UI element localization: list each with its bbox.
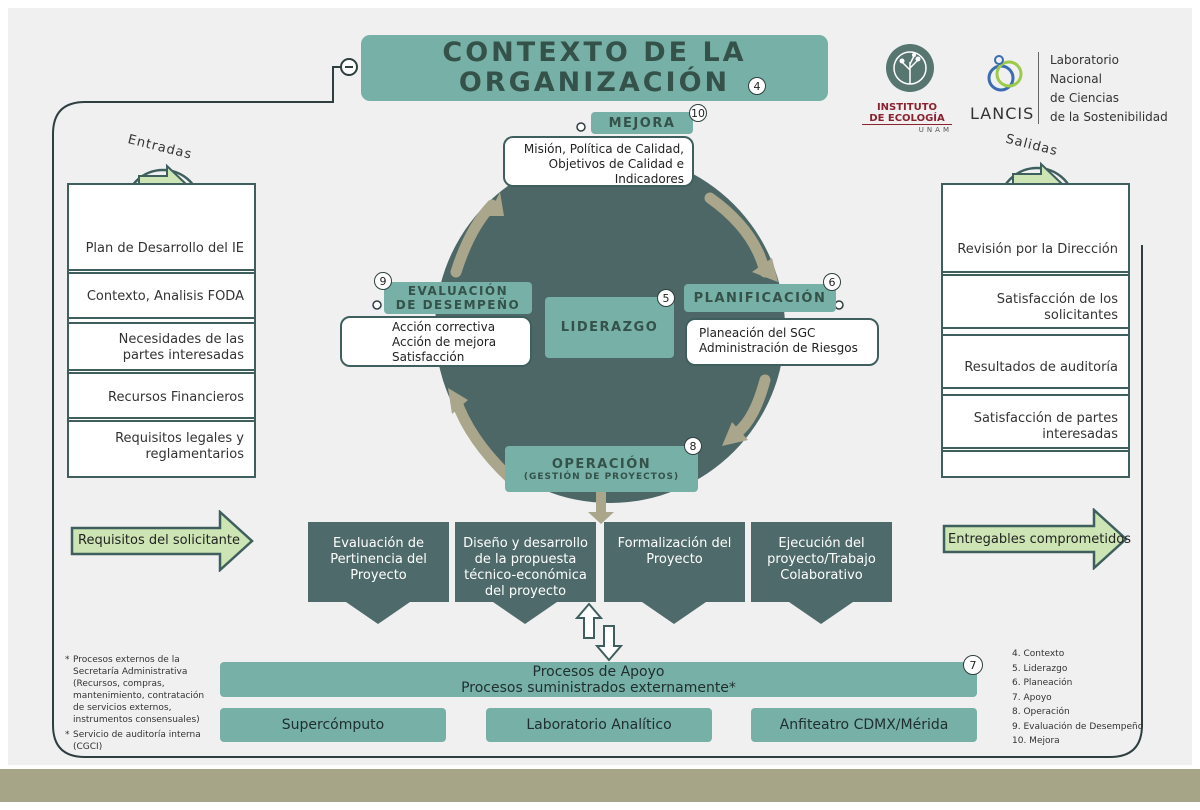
planificacion-note-line-2: Administración de Riesgos — [699, 341, 858, 355]
lancis-desc-3: de Ciencias — [1050, 91, 1120, 105]
mejora-number-badge: 10 — [689, 104, 707, 122]
title-line-2: ORGANIZACIÓN — [458, 67, 731, 98]
evaluacion-label: EVALUACIÓN DE DESEMPEÑO — [384, 282, 532, 314]
support-item: Anfiteatro CDMX/Mérida — [751, 708, 977, 742]
process-box-tip — [346, 602, 410, 624]
planificacion-label: PLANIFICACIÓN — [684, 284, 836, 312]
support-number-badge: 7 — [963, 655, 983, 675]
operacion-label-line-1: OPERACIÓN — [551, 456, 652, 472]
requisitos-arrow-icon — [70, 510, 254, 572]
support-processes-box: Procesos de Apoyo Procesos suministrados… — [220, 662, 977, 697]
context-number-badge: 4 — [748, 77, 766, 95]
legend: 4. Contexto 5. Liderazgo 6. Planeación 7… — [1012, 647, 1143, 749]
operacion-label-line-2: (GESTIÓN DE PROYECTOS) — [523, 471, 680, 482]
footnote: *Procesos externos de la Secretaría Admi… — [65, 654, 210, 753]
output-item: Resultados de auditoría — [943, 349, 1128, 389]
support-line-1: Procesos de Apoyo — [532, 663, 665, 680]
lancis-logo-icon — [987, 55, 1023, 92]
support-item: Supercómputo — [220, 708, 446, 742]
evaluacion-label-line-2: DE DESEMPEÑO — [395, 298, 521, 312]
inputs-list-dividers — [67, 272, 256, 422]
planificacion-number-badge: 6 — [823, 273, 841, 291]
process-box: Formalización del Proyecto — [604, 522, 745, 602]
lancis-desc-2: Nacional — [1050, 72, 1102, 86]
mejora-note: Misión, Política de Calidad, Objetivos d… — [503, 136, 694, 187]
process-box-tip — [493, 602, 557, 624]
footnote-item-2: *Servicio de auditoría interna (CGCI) — [65, 730, 201, 752]
support-item: Laboratorio Analítico — [486, 708, 712, 742]
footnote-item-1: *Procesos externos de la Secretaría Admi… — [65, 655, 205, 725]
planificacion-note-line-1: Planeación del SGC — [699, 326, 816, 340]
legend-item: 8. Operación — [1012, 707, 1070, 717]
title-line-1: CONTEXTO DE LA — [442, 37, 747, 68]
ie-line-3: UNAM — [918, 126, 952, 134]
output-item: Satisfacción de los solicitantes — [943, 289, 1128, 329]
input-item: Requisitos legales y reglamentarios — [115, 431, 244, 462]
input-item: Plan de Desarrollo del IE — [69, 229, 254, 271]
process-box: Evaluación de Pertinencia del Proyecto — [308, 522, 449, 602]
output-item: Revisión por la Dirección — [943, 229, 1128, 273]
legend-item: 6. Planeación — [1012, 678, 1073, 688]
instituto-ecologia-logo-icon — [886, 44, 934, 92]
planificacion-note: Planeación del SGC Administración de Rie… — [685, 318, 879, 366]
legend-item: 9. Evaluación de Desempeño — [1012, 721, 1144, 732]
process-box: Ejecución del proyecto/Trabajo Colaborat… — [751, 522, 892, 602]
evaluacion-number-badge: 9 — [374, 272, 392, 290]
support-line-2: Procesos suministrados externamente* — [461, 679, 736, 696]
lancis-description: Laboratorio Nacional de Ciencias de la S… — [1050, 51, 1168, 127]
evaluacion-note-line-3: Satisfacción — [392, 350, 465, 364]
legend-item: 4. Contexto — [1012, 649, 1065, 659]
requisitos-arrow-label: Requisitos del solicitante — [78, 533, 240, 548]
legend-item: 5. Liderazgo — [1012, 663, 1068, 674]
entregables-arrow-label: Entregables comprometidos — [948, 532, 1131, 547]
outputs-list-dividers — [941, 274, 1130, 452]
input-item: Necesidades de las partes interesadas — [69, 327, 254, 371]
liderazgo-label: LIDERAZGO — [545, 297, 674, 358]
entregables-arrow-icon — [942, 508, 1128, 570]
legend-item: 10. Mejora — [1012, 736, 1060, 746]
evaluacion-note: Acción correctiva Acción de mejora Satis… — [340, 316, 532, 367]
evaluacion-note-line-2: Acción de mejora — [392, 335, 497, 349]
lancis-desc-4: de la Sostenibilidad — [1050, 110, 1168, 124]
instituto-ecologia-name: INSTITUTO DE ECOLOGÍA UNAM — [862, 102, 952, 136]
footer-band — [0, 769, 1200, 802]
process-box-tip — [789, 602, 853, 624]
process-box-tip — [642, 602, 706, 624]
evaluacion-note-line-1: Acción correctiva — [392, 320, 496, 334]
output-item: Satisfacción de partes interesadas — [943, 407, 1128, 449]
input-item: Contexto, Analisis FODA — [69, 277, 254, 319]
bidirectional-arrow-icon — [575, 602, 624, 662]
outputs-list: Revisión por la Dirección Satisfacción d… — [941, 183, 1130, 478]
lancis-name: LANCIS — [970, 104, 1035, 123]
evaluacion-label-line-1: EVALUACIÓN — [407, 284, 509, 298]
mejora-label: MEJORA — [591, 112, 693, 134]
footnote-text-2: Servicio de auditoría interna (CGCI) — [73, 730, 201, 752]
ie-line-1: INSTITUTO — [876, 102, 938, 113]
liderazgo-number-badge: 5 — [657, 289, 675, 307]
ie-line-2: DE ECOLOGÍA — [862, 113, 952, 125]
lancis-desc-1: Laboratorio — [1050, 53, 1119, 67]
process-box: Diseño y desarrollo de la propuesta técn… — [455, 522, 596, 602]
inputs-list: Plan de Desarrollo del IE Contexto, Anal… — [67, 183, 256, 478]
lancis-divider — [1038, 52, 1039, 124]
operacion-number-badge: 8 — [684, 437, 702, 455]
footnote-text-1: Procesos externos de la Secretaría Admin… — [73, 655, 205, 725]
legend-item: 7. Apoyo — [1012, 692, 1052, 703]
input-item: Recursos Financieros — [69, 379, 254, 419]
operacion-label: OPERACIÓN (GESTIÓN DE PROYECTOS) — [505, 446, 698, 492]
